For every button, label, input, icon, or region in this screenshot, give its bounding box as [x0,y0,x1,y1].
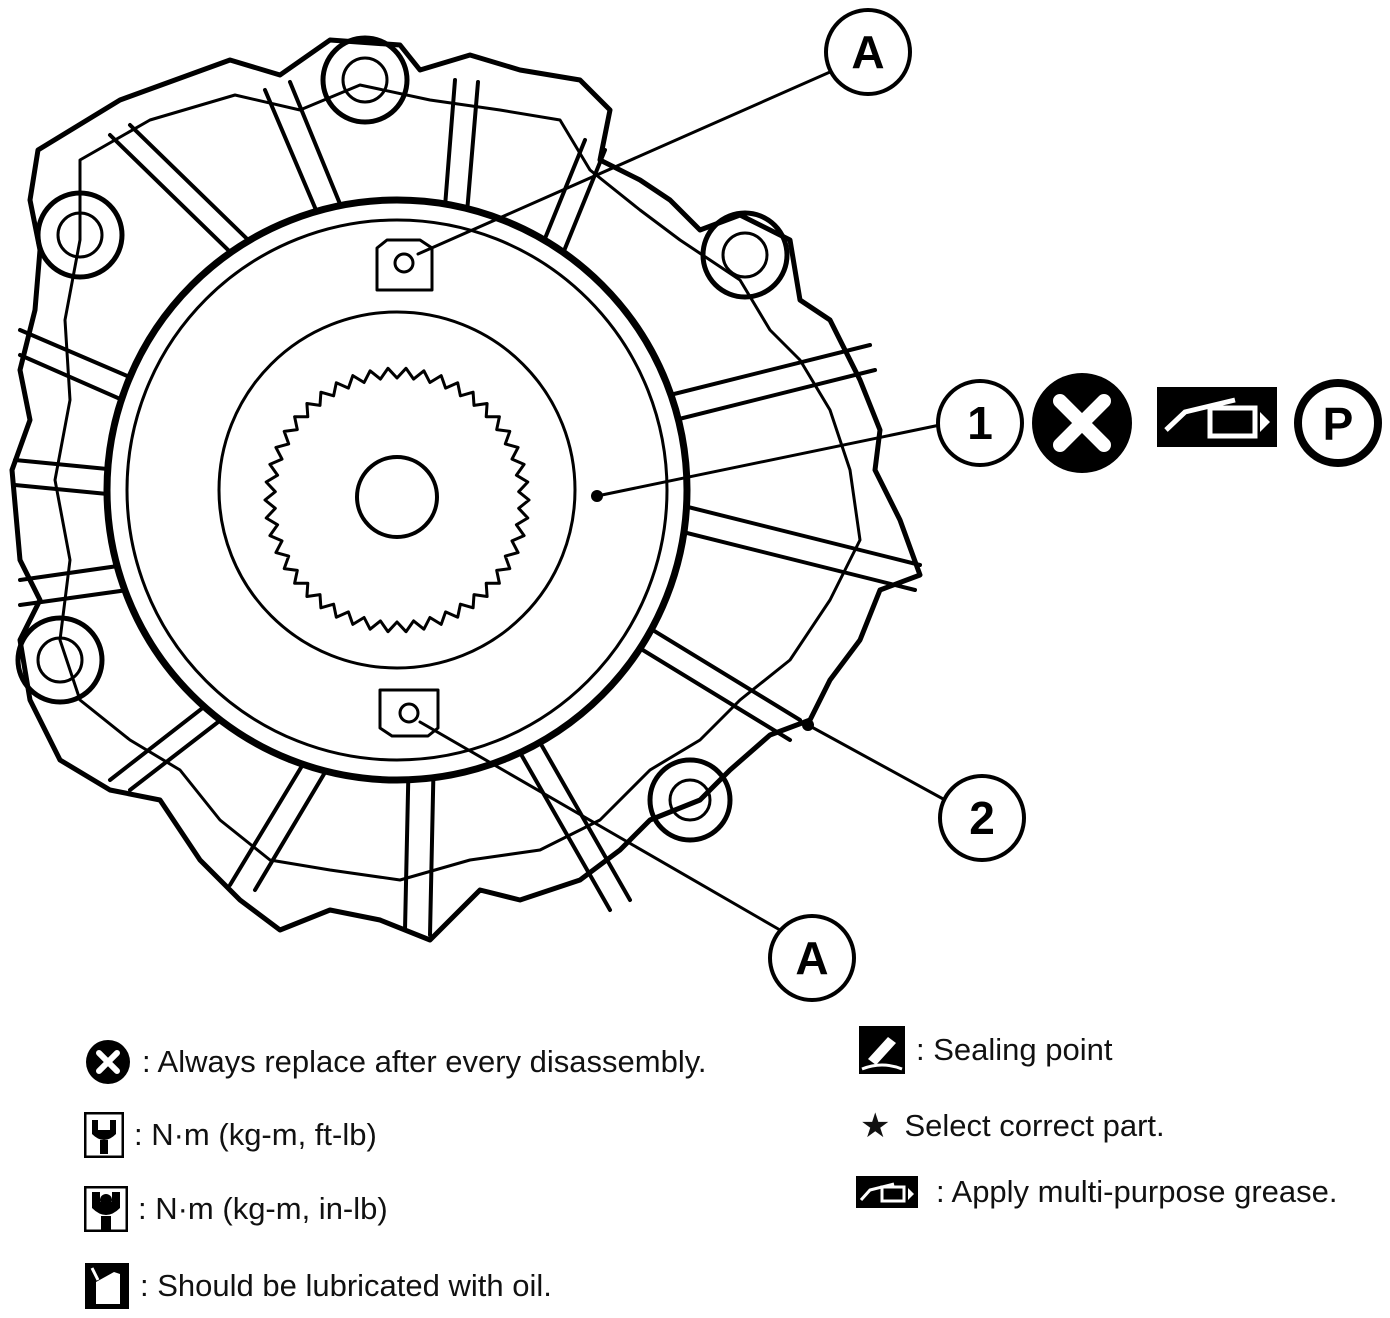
exploded-part-diagram: A A 1 2 P [9,8,1382,1002]
svg-text:2: 2 [969,792,995,844]
bolt-boss [320,35,410,125]
star-icon: ★ [860,1107,891,1145]
legend-select-text: Select correct part. [904,1108,1165,1143]
bolt-boss [700,210,790,300]
x-circle-icon [84,1038,132,1086]
leader-a-top [416,70,832,256]
oil-can-icon [84,1262,130,1310]
legend-lubricate-text: : Should be lubricated with oil. [140,1268,552,1303]
leader-a-bottom [418,720,782,932]
center-bore [355,455,439,539]
bolt-boss [15,615,105,705]
svg-text:A: A [795,932,828,984]
callout-part-2: 2 [938,774,1026,862]
bolt-boss [35,190,125,280]
spline-teeth [263,366,531,634]
legend-replace-text: : Always replace after every disassembly… [142,1044,707,1079]
ring-tab-bottom [378,688,440,738]
x-circle-icon [1032,373,1132,473]
bolt-boss [647,757,733,843]
callout-a-top: A [824,8,912,96]
legend-replace: : Always replace after every disassembly… [84,1038,707,1086]
svg-text:P: P [1323,398,1354,450]
sealant-tube-icon [858,1025,906,1075]
legend-sealing-text: : Sealing point [916,1032,1113,1067]
hub-ring [217,310,577,670]
leader-1 [595,423,942,498]
leader-2 [806,723,947,802]
legend-lubricate: : Should be lubricated with oil. [84,1262,552,1310]
legend-sealing: : Sealing point [858,1025,1112,1075]
svg-text:A: A [851,26,884,78]
p-circle-icon: P [1294,379,1382,467]
oil-seal-lip [125,218,669,762]
legend-torque-in: : N·m (kg-m, in-lb) [84,1186,388,1232]
legend-torque-ft: : N·m (kg-m, ft-lb) [84,1112,377,1158]
wrench-filled-icon [84,1186,128,1232]
callout-a-bottom: A [768,914,856,1002]
grease-gun-icon [856,1176,918,1208]
legend-torque-ft-text: : N·m (kg-m, ft-lb) [134,1117,377,1152]
grease-gun-icon [1157,387,1277,447]
callout-part-1: 1 [936,379,1024,467]
legend-grease-text: : Apply multi-purpose grease. [936,1174,1338,1209]
svg-text:1: 1 [967,397,993,449]
wrench-open-icon [84,1112,124,1158]
legend-torque-in-text: : N·m (kg-m, in-lb) [138,1191,388,1226]
legend-select: ★ Select correct part. [860,1106,1165,1146]
legend-grease: : Apply multi-purpose grease. [856,1174,1338,1210]
housing-inner-outline [53,83,862,882]
oil-seal-outer [103,196,691,784]
